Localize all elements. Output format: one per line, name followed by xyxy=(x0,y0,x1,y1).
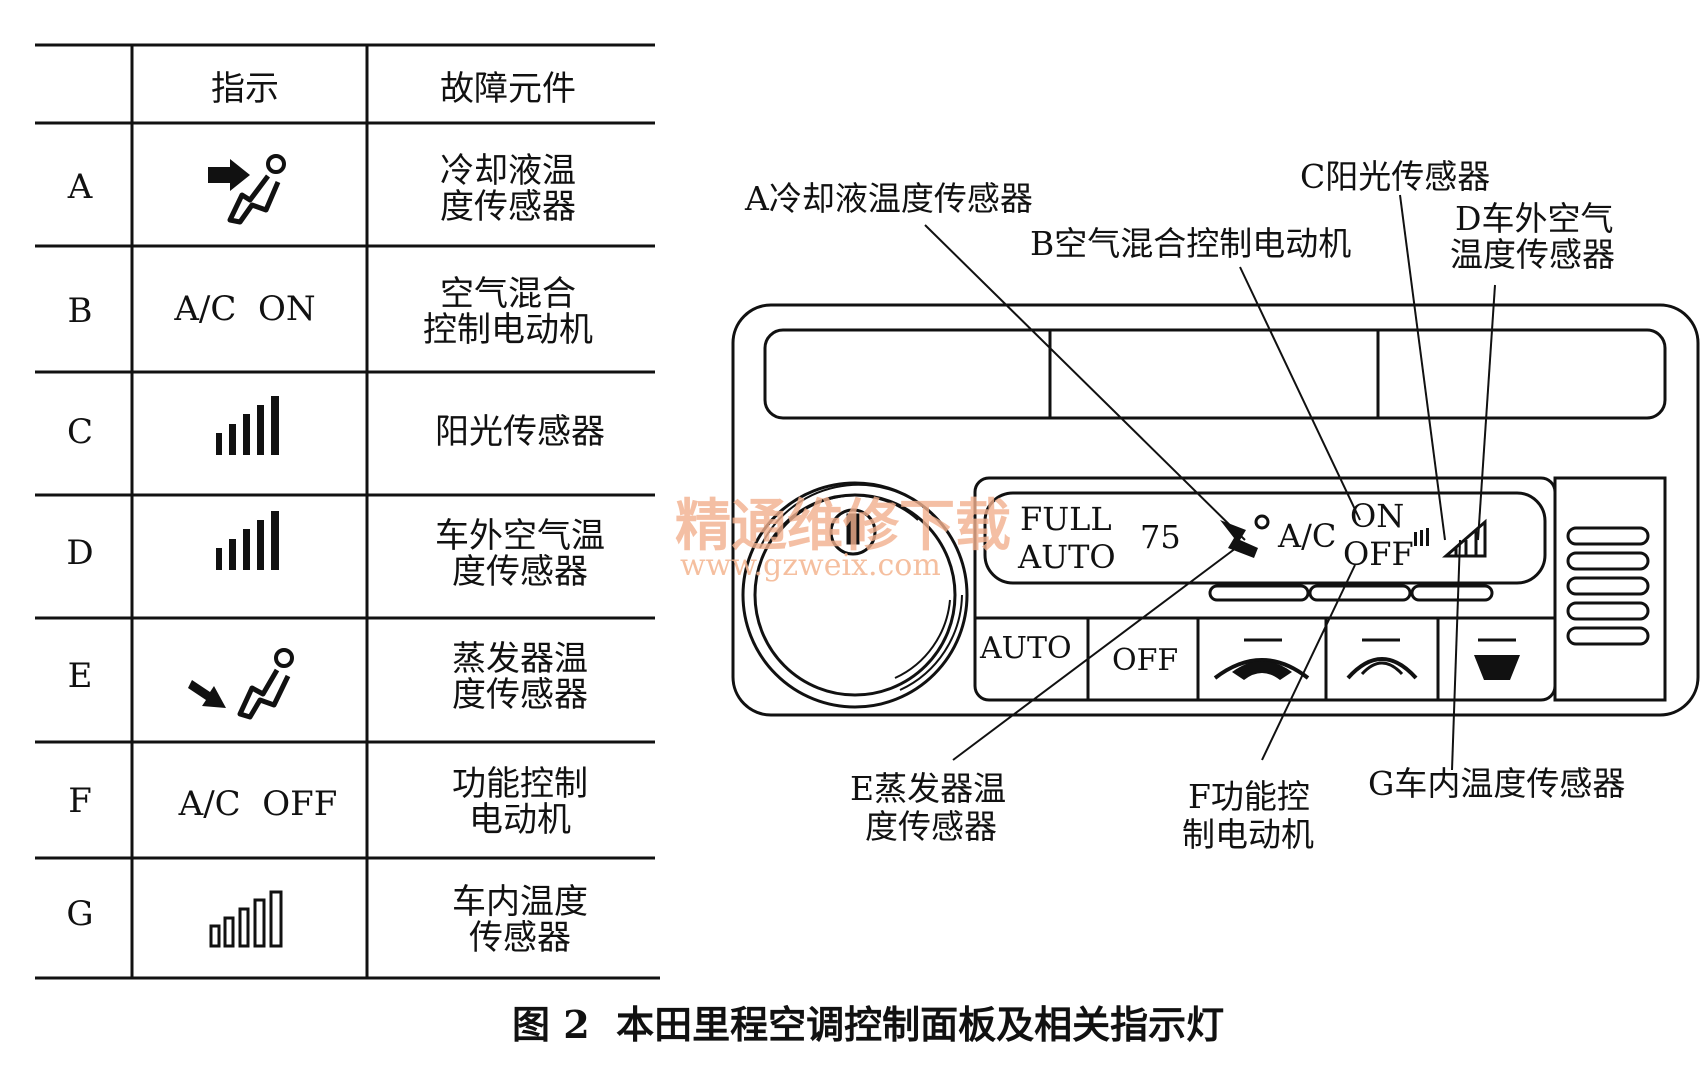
climate-control-panel xyxy=(731,303,1700,717)
signal-bars-icon xyxy=(216,511,279,570)
callout-a: A冷却液温度传感器 xyxy=(744,179,1033,218)
display-full: FULL xyxy=(1020,500,1112,538)
header-indicator: 指示 xyxy=(211,69,279,109)
callout-d-line1: D车外空气 xyxy=(1455,199,1613,238)
row-id-f: F xyxy=(68,781,92,821)
component-a-line1: 冷却液温 xyxy=(440,151,576,191)
display-sun-bars-icon xyxy=(1414,528,1429,546)
auto-button[interactable]: AUTO xyxy=(979,631,1072,666)
component-b-line2: 控制电动机 xyxy=(423,310,593,350)
row-id-b: B xyxy=(68,291,93,331)
component-a-line2: 度传感器 xyxy=(440,187,576,227)
fan-knob-icon[interactable] xyxy=(741,481,969,709)
hollow-bars-icon xyxy=(209,890,283,948)
row-id-a: A xyxy=(67,167,93,207)
component-e-line2: 度传感器 xyxy=(452,675,588,715)
callout-e-line2: 度传感器 xyxy=(865,807,997,846)
display-slider-bars xyxy=(1208,584,1494,602)
display-temperature: 75 xyxy=(1140,518,1181,556)
header-component: 故障元件 xyxy=(440,69,576,109)
component-d-line2: 度传感器 xyxy=(452,552,588,592)
display-auto: AUTO xyxy=(1017,538,1116,576)
row-id-c: C xyxy=(67,412,93,452)
row-id-g: G xyxy=(66,894,93,934)
display-seat-icon xyxy=(1220,514,1270,558)
floor-vent-arrow-icon xyxy=(188,648,294,720)
component-g-line2: 传感器 xyxy=(469,918,571,958)
callout-d-line2: 温度传感器 xyxy=(1450,235,1615,274)
indicator-text-ac-off: A/C OFF xyxy=(178,784,338,824)
component-d-line1: 车外空气温 xyxy=(435,516,605,556)
off-button[interactable]: OFF xyxy=(1112,643,1178,678)
component-b-line1: 空气混合 xyxy=(440,274,576,314)
indicator-table xyxy=(35,43,660,980)
callout-e-line1: E蒸发器温 xyxy=(850,769,1006,808)
callout-c: C阳光传感器 xyxy=(1300,157,1490,196)
callout-g: G车内温度传感器 xyxy=(1368,764,1625,803)
callout-f-line1: F功能控 xyxy=(1188,777,1310,816)
defrost-rear-button[interactable] xyxy=(1346,638,1418,680)
signal-bars-icon xyxy=(216,396,279,455)
rear-window-button[interactable] xyxy=(1474,638,1520,680)
display-ac: A/C xyxy=(1277,517,1336,555)
watermark-url: www.gzweix.com xyxy=(680,548,941,583)
outside-air-arrow-icon xyxy=(208,154,286,225)
figure-caption: 图 2 本田里程空调控制面板及相关指示灯 xyxy=(512,1002,1224,1047)
component-f-line1: 功能控制 xyxy=(452,764,588,804)
defrost-front-button[interactable] xyxy=(1213,638,1310,680)
row-id-d: D xyxy=(66,533,93,573)
component-g-line1: 车内温度 xyxy=(452,882,588,922)
air-vent-slots xyxy=(1566,526,1650,646)
callout-b: B空气混合控制电动机 xyxy=(1030,224,1351,263)
indicator-text-ac-on: A/C ON xyxy=(173,289,315,329)
callout-f-line2: 制电动机 xyxy=(1182,815,1314,854)
watermark-cn: 精通维修下载 xyxy=(675,493,1011,559)
component-c-line1: 阳光传感器 xyxy=(435,412,605,452)
row-id-e: E xyxy=(68,656,93,696)
component-f-line2: 电动机 xyxy=(469,800,571,840)
callout-leader-lines xyxy=(924,194,1496,771)
display-temp-bars-icon xyxy=(1441,518,1487,558)
component-e-line1: 蒸发器温 xyxy=(452,639,588,679)
